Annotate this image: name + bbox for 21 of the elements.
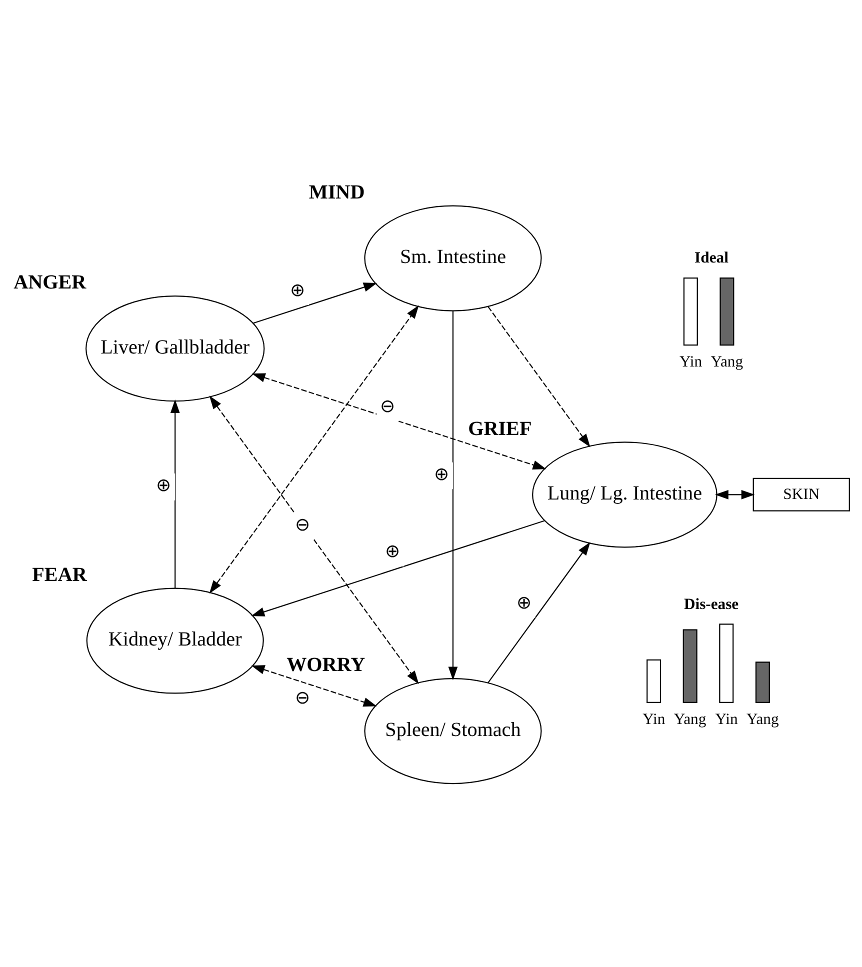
- node-label: ANGER: [13, 272, 86, 294]
- node-label: MIND: [308, 181, 364, 204]
- edge-label: ⊕: [384, 541, 400, 562]
- label: Dis-ease: [683, 596, 738, 613]
- edge-label: ⊕: [289, 280, 304, 300]
- node-label: WORRY: [286, 654, 365, 676]
- label: Yin: [714, 710, 738, 728]
- edge-label: ⊕: [516, 592, 531, 613]
- edge-label: ⊕: [433, 464, 448, 484]
- edge-label: ⊖: [294, 514, 310, 535]
- edge-label: ⊖: [294, 688, 310, 708]
- label: Yang: [746, 710, 778, 728]
- node-label: GRIEF: [468, 418, 532, 440]
- edge-label: ⊕: [156, 475, 171, 496]
- label: Yin: [642, 710, 665, 728]
- label: Yang: [710, 353, 743, 370]
- label: Yin: [678, 353, 702, 370]
- node-label: FEAR: [32, 564, 86, 586]
- label: Ideal: [694, 250, 728, 267]
- edge-label: ⊖: [380, 396, 394, 416]
- label: Yang: [673, 710, 706, 728]
